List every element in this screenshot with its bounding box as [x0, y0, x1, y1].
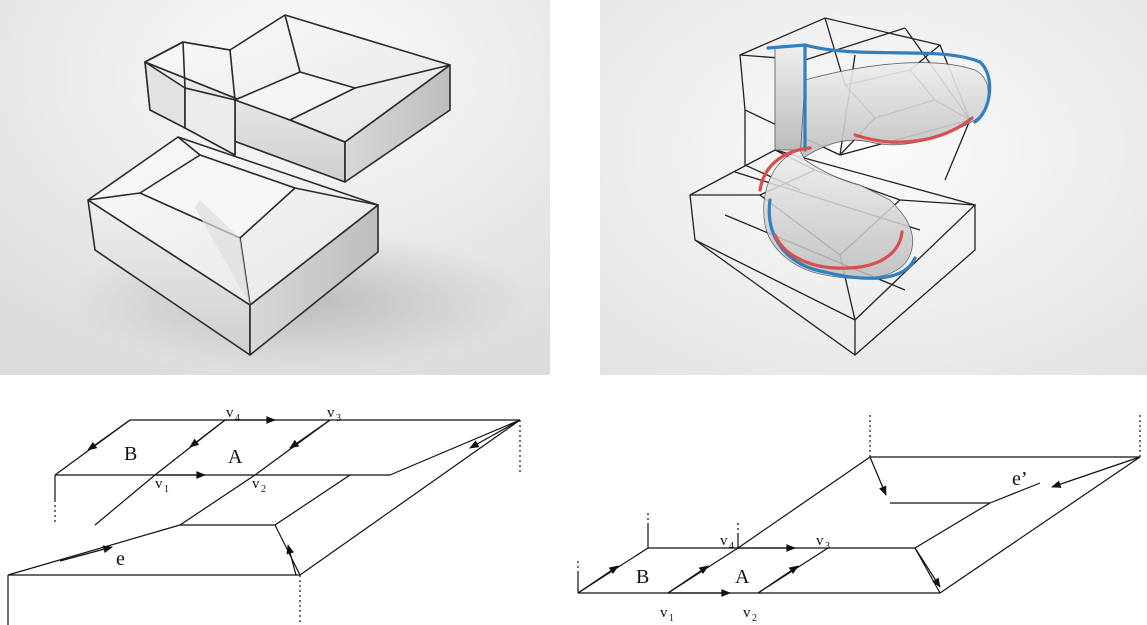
vertex-label-v3: v: [327, 405, 335, 421]
vertex-label-v3-sub: 3: [825, 541, 830, 552]
wireframe-svg: [600, 0, 1147, 375]
vertex-label-v4: v: [226, 405, 234, 421]
render-backdrop: [600, 0, 1147, 375]
vertex-label-v1-sub: 1: [669, 613, 674, 624]
edge-label-e-prime: e’: [1012, 468, 1028, 490]
vertex-label-v2: v: [252, 476, 260, 492]
mesh-edges: [7, 419, 521, 625]
mesh-arrows: [577, 456, 1141, 597]
vertex-label-v1: v: [155, 476, 163, 492]
boundary-curve-blue: [766, 43, 992, 280]
face-label-b: B: [636, 566, 649, 588]
mesh-diagram-right-svg: B A e’ v 1 v 2 v 3 v 4: [577, 415, 1141, 624]
mesh-arrows: [59, 416, 521, 576]
face-label-a: A: [228, 446, 243, 468]
embedded-ribbon-surface: [763, 44, 989, 279]
vertex-label-v4: v: [720, 533, 728, 549]
wireframe-surface-render: [600, 0, 1147, 375]
edge-label-e: e: [116, 548, 125, 570]
face-label-b: B: [124, 443, 137, 465]
vertex-label-v3: v: [816, 533, 824, 549]
vertex-label-v2-sub: 2: [752, 613, 757, 624]
solid-model-svg: [0, 0, 550, 375]
vertex-label-v4-sub: 4: [235, 413, 240, 424]
vertex-label-v3-sub: 3: [336, 413, 341, 424]
boundary-curve-red: [758, 116, 974, 270]
mesh-edges: [577, 415, 1141, 594]
face-label-a: A: [735, 566, 750, 588]
vertex-label-v1: v: [660, 605, 668, 621]
vertex-label-v2: v: [743, 605, 751, 621]
solid-model-render: [0, 0, 550, 375]
mesh-labels: B A e’ v 1 v 2 v 3 v 4: [636, 468, 1028, 624]
mesh-labels: B A e v 1 v 2 v 3 v 4: [116, 405, 341, 570]
upper-block: [144, 14, 451, 183]
lower-block: [87, 136, 379, 356]
vertex-label-v2-sub: 2: [261, 484, 266, 495]
vertex-label-v1-sub: 1: [164, 484, 169, 495]
mesh-diagram-left: B A e v 1 v 2 v 3 v 4: [0, 375, 560, 625]
mesh-diagram-left-svg: B A e v 1 v 2 v 3 v 4: [7, 405, 521, 625]
mesh-diagram-right: B A e’ v 1 v 2 v 3 v 4: [570, 375, 1147, 625]
vertex-label-v4-sub: 4: [729, 541, 734, 552]
